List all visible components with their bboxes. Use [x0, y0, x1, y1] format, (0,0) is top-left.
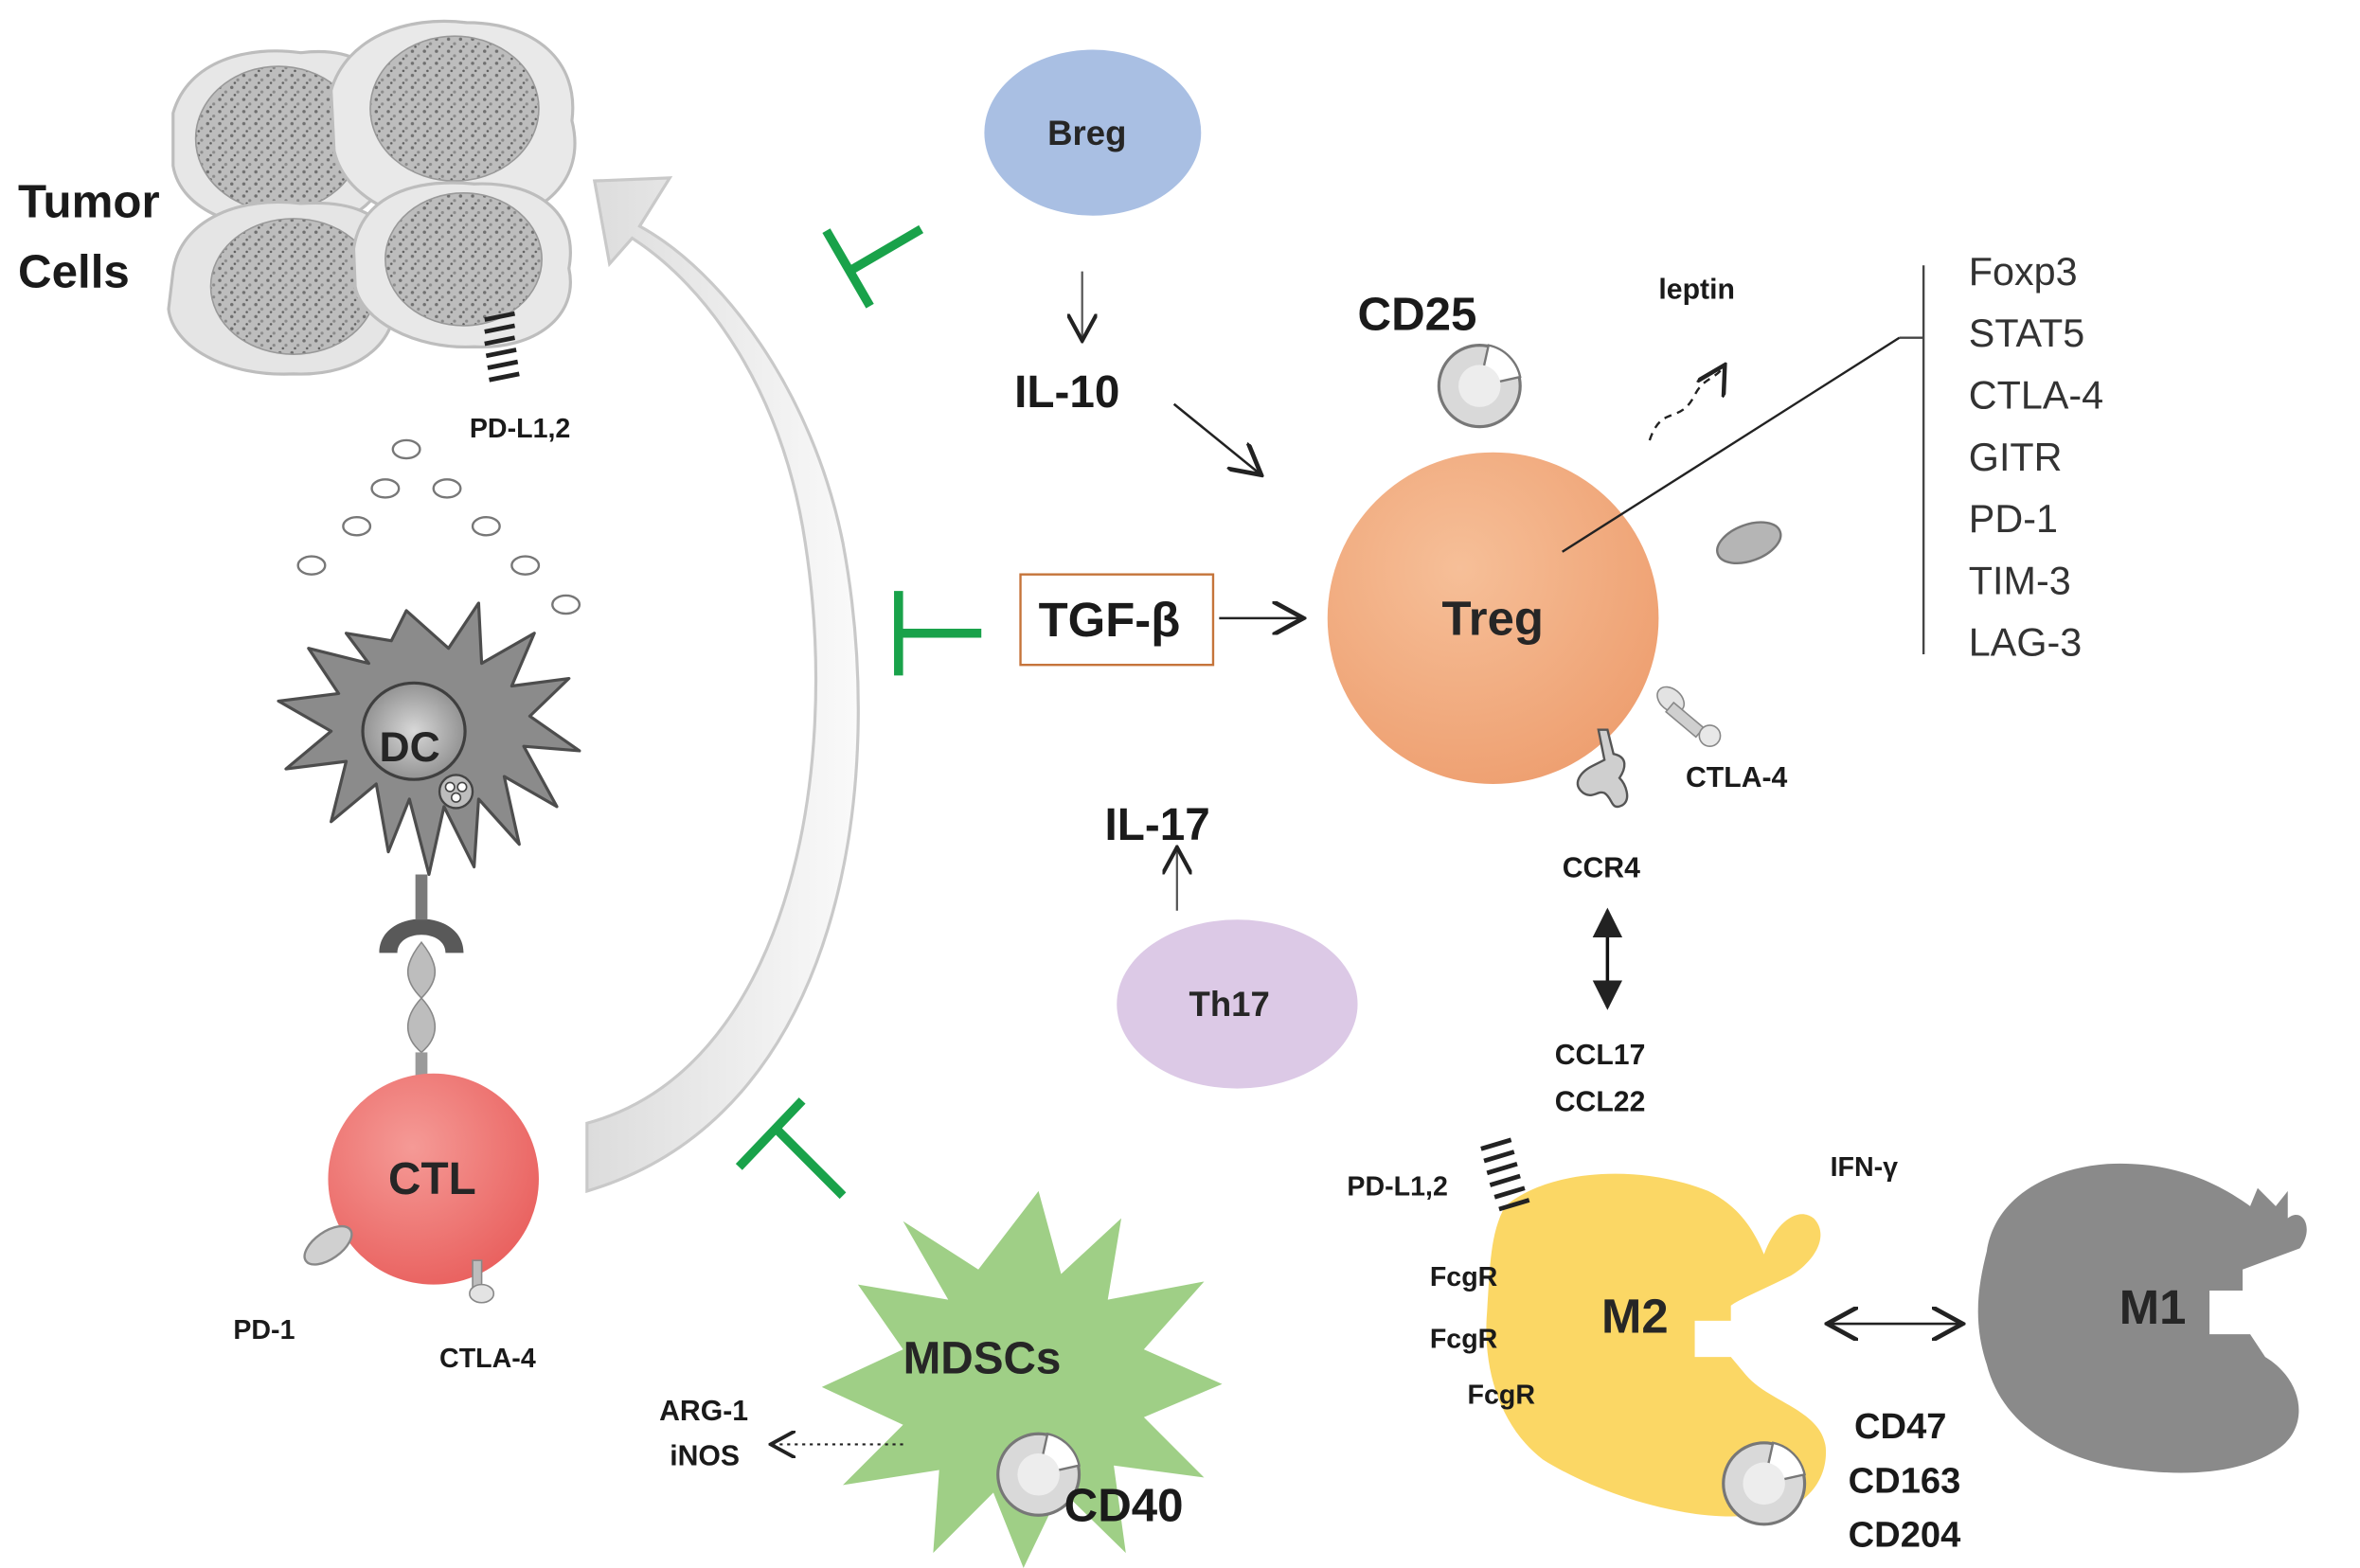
ctla4-ctl-label: CTLA-4	[439, 1344, 536, 1374]
ctl-node	[328, 1073, 539, 1285]
pdl1-tumor-label: PD-L1,2	[470, 414, 570, 444]
cd163-label: CD163	[1849, 1460, 1961, 1501]
pd1-receptor-icon	[303, 1224, 353, 1266]
pdl1-m2-label: PD-L1,2	[1347, 1172, 1447, 1203]
treg-label: Treg	[1442, 591, 1544, 645]
treg-marker-item: TIM-3	[1969, 559, 2071, 602]
cd204-label: CD204	[1849, 1515, 1961, 1556]
treg-marker-list: Foxp3 STAT5 CTLA-4 GITR PD-1 TIM-3 LAG-3	[1969, 250, 2103, 665]
arg1-label: ARG-1	[659, 1396, 748, 1427]
ifng-label: IFN-γ	[1831, 1152, 1899, 1183]
mdsc-node	[821, 1190, 1223, 1568]
dc-label: DC	[380, 724, 440, 771]
mdsc-label: MDSCs	[903, 1334, 1062, 1384]
treg-marker-item: GITR	[1969, 436, 2063, 479]
m2-label: M2	[1601, 1290, 1669, 1344]
th17-node	[1117, 919, 1358, 1089]
ctla4-treg-receptor-icon	[1656, 686, 1722, 747]
breg-label: Breg	[1047, 114, 1126, 152]
fcgr-label-2: FcgR	[1430, 1324, 1498, 1354]
antigen-vesicles	[296, 438, 581, 615]
tgfb-box	[1019, 573, 1215, 667]
fcgr-label-3: FcgR	[1468, 1380, 1536, 1410]
pdl1-m2-receptor-icon	[1480, 1137, 1530, 1212]
pd1-label: PD-1	[233, 1315, 295, 1345]
treg-marker-pointer	[1562, 336, 1901, 553]
cd25-receptor-icon	[1437, 344, 1522, 429]
tgfb-label: TGF-β	[1039, 593, 1181, 647]
cd47-label: CD47	[1854, 1406, 1946, 1447]
treg-marker-item: Foxp3	[1969, 250, 2078, 294]
cd25-label: CD25	[1358, 289, 1477, 341]
mhc-tcr-synapse-icon	[379, 874, 464, 1101]
pdl1-receptor-icon	[484, 311, 520, 383]
m2-node	[1486, 1173, 1827, 1517]
tumor-cell-icon	[167, 19, 577, 376]
m1-label: M1	[2119, 1280, 2187, 1334]
treg-marker-item: STAT5	[1969, 312, 2084, 355]
cd47-receptor-icon	[1722, 1441, 1807, 1526]
il17-label: IL-17	[1105, 800, 1210, 850]
il10-to-treg-arrow	[1172, 402, 1261, 475]
ctl-label: CTL	[388, 1154, 476, 1204]
ctla4-ctl-receptor-icon	[469, 1259, 495, 1304]
ccr4-label: CCR4	[1563, 853, 1640, 884]
mdsc-inhibition-bar	[735, 1097, 847, 1200]
th17-label: Th17	[1189, 985, 1270, 1024]
ccl17-label: CCL17	[1555, 1040, 1646, 1071]
treg-marker-item: PD-1	[1969, 497, 2058, 541]
dendritic-cell-icon	[277, 601, 581, 877]
ccr4-receptor-icon	[1576, 728, 1629, 809]
treg-marker-item: CTLA-4	[1969, 373, 2103, 417]
leptin-label: leptin	[1658, 274, 1735, 305]
leptin-vesicle-icon	[1716, 521, 1782, 565]
tumor-promotion-arrow	[585, 176, 860, 1194]
ctla4-treg-label: CTLA-4	[1686, 762, 1788, 793]
breg-node	[984, 49, 1202, 216]
treg-marker-item: LAG-3	[1969, 621, 2082, 665]
cd40-label: CD40	[1064, 1480, 1184, 1532]
inos-label: iNOS	[670, 1441, 740, 1472]
fcgr-label-1: FcgR	[1430, 1262, 1498, 1292]
leptin-secretion-arrow	[1648, 365, 1725, 441]
il10-label: IL-10	[1014, 367, 1119, 418]
treg-node	[1327, 452, 1659, 784]
ccl22-label: CCL22	[1555, 1087, 1646, 1118]
inhibition-bar-icon	[822, 224, 924, 309]
tgfb-inhibition-bar	[894, 591, 982, 676]
m1-node	[1977, 1163, 2307, 1473]
